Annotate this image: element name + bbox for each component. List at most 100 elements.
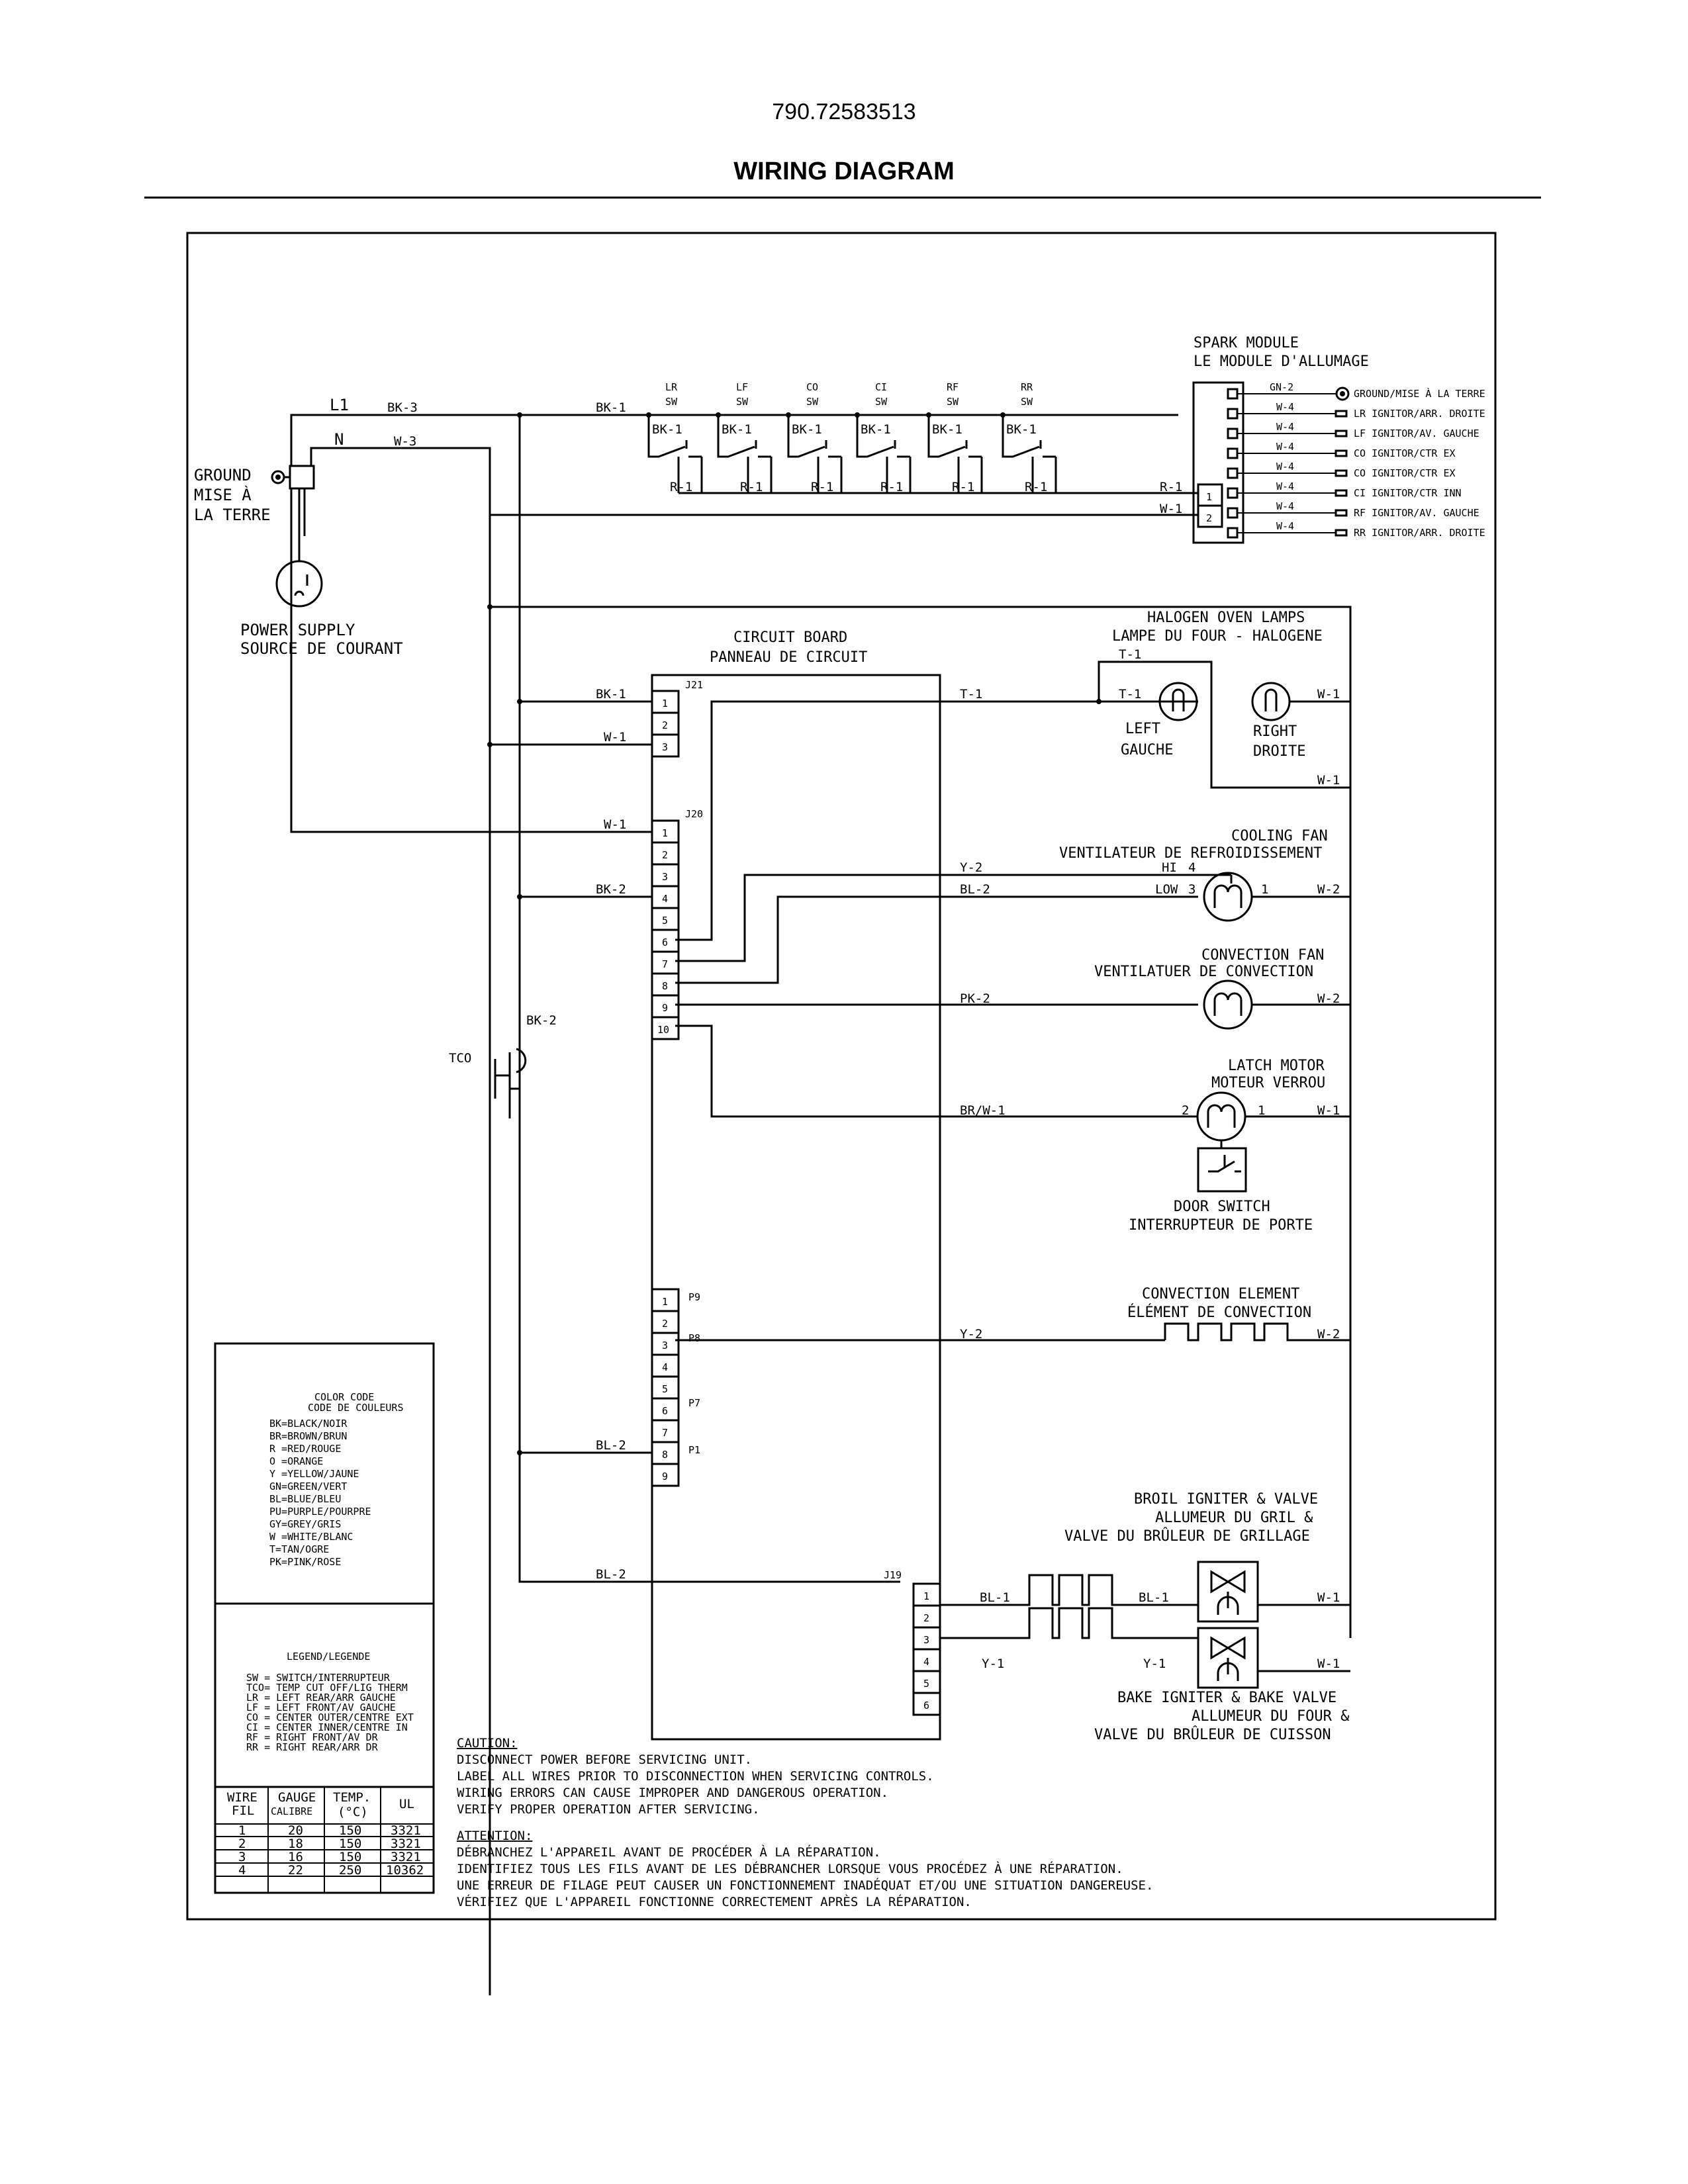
legend-title: LEGEND/LEGENDE <box>287 1651 370 1662</box>
wire-label-bk1-c: BK-1 <box>792 422 822 437</box>
connector-p9: P9 <box>688 1291 700 1303</box>
table-cell-r3c3: 10362 <box>386 1863 424 1878</box>
broil-igniter <box>940 1574 1198 1606</box>
spark-out-label-1: LR IGNITOR/ARR. DROITE <box>1354 408 1485 420</box>
table-cell-r1c2: 150 <box>339 1837 361 1851</box>
halogen-title-2: LAMPE DU FOUR - HALOGENE <box>1112 628 1323 645</box>
legend-6: RF = RIGHT FRONT/AV DR <box>246 1731 379 1743</box>
switch-contacts <box>646 412 1057 494</box>
wire-label-bk1: BK-1 <box>596 400 626 415</box>
n-label: N <box>334 430 344 449</box>
switch-rf-contact <box>927 415 982 458</box>
switch-co-sw: SW <box>806 396 819 408</box>
wire-label-t1-top: T-1 <box>1119 647 1141 662</box>
fan-hi-label: HI <box>1162 860 1177 875</box>
n-line <box>310 447 491 1995</box>
table-header-wire-1: WIRE <box>227 1790 258 1805</box>
cooling-fan-motor <box>1203 872 1253 922</box>
wire-label-r1-spark: R-1 <box>1160 480 1182 494</box>
caution-fr-2: UNE ERREUR DE FILAGE PEUT CAUSER UN FONC… <box>457 1878 1153 1893</box>
svg-text:5: 5 <box>662 915 668 927</box>
switch-lr-contact <box>647 415 702 458</box>
wire-label-r1-c: R-1 <box>811 480 833 494</box>
ground-label-1: GROUND <box>194 466 252 484</box>
spark-out-label-6: RF IGNITOR/AV. GAUCHE <box>1354 507 1479 519</box>
p-pin-1 <box>651 1288 680 1312</box>
legend-0: SW = SWITCH/INTERRUPTEUR <box>246 1672 391 1684</box>
wire-label-w2-fan: W-2 <box>1317 882 1340 897</box>
switch-ci-contact <box>856 415 910 458</box>
wire-label-bl1-a: BL-1 <box>980 1590 1010 1605</box>
lamp-left-label-2: GAUCHE <box>1121 742 1173 758</box>
switch-lf-name: LF <box>736 381 748 393</box>
svg-text:1: 1 <box>662 698 668 709</box>
wire-label-r1-b: R-1 <box>740 480 763 494</box>
svg-text:6: 6 <box>662 936 668 948</box>
power-section: L1 BK-3 BK-1 N W-3 GROUND MISE À LA TERR… <box>194 396 1178 1995</box>
wire-label-w1-j20: W-1 <box>604 817 626 832</box>
svg-text:2: 2 <box>662 719 668 731</box>
j21-pin-2 <box>651 711 680 736</box>
table-cell-r2c3: 3321 <box>391 1850 421 1864</box>
connector-p8: P8 <box>688 1332 700 1344</box>
table-cell-r1c3: 3321 <box>391 1837 421 1851</box>
door-switch-label-1: DOOR SWITCH <box>1174 1199 1270 1215</box>
model-number: 790.72583513 <box>772 99 916 124</box>
ground-terminal-block <box>289 465 315 490</box>
spark-terminal-2: 2 <box>1206 512 1212 524</box>
wire-table: WIRE FIL GAUGE CALIBRE TEMP. (°C) UL 1 2… <box>215 1787 434 1893</box>
wire-label-bl1-b: BL-1 <box>1139 1590 1169 1605</box>
convection-fan-title-1: CONVECTION FAN <box>1201 947 1324 964</box>
switch-lf-sw: SW <box>736 396 749 408</box>
legend-panel: COLOR CODE CODE DE COULEURS BK=BLACK/NOI… <box>214 1342 435 1894</box>
svg-text:5: 5 <box>662 1383 668 1395</box>
bake-title-2: ALLUMEUR DU FOUR & <box>1192 1708 1350 1725</box>
wire-label-bk1-d: BK-1 <box>861 422 891 437</box>
wire-label-bk1-b: BK-1 <box>722 422 752 437</box>
svg-text:3: 3 <box>662 1340 668 1351</box>
spark-terminal-1: 1 <box>1206 491 1212 503</box>
table-cell-r3c0: 4 <box>238 1863 246 1878</box>
connector-j21: J21 <box>685 679 703 691</box>
color-code-title-2: CODE DE COULEURS <box>308 1402 404 1414</box>
l1-label: L1 <box>330 396 349 414</box>
svg-text:4: 4 <box>662 893 668 905</box>
color-code-7: PU=PURPLE/POURPRE <box>269 1506 371 1518</box>
svg-text:2: 2 <box>662 849 668 861</box>
wire-label-w2-elem: W-2 <box>1317 1327 1340 1342</box>
wire-label-w3: W-3 <box>394 434 416 449</box>
halogen-left-lamp <box>1158 682 1198 721</box>
latch-motor <box>1196 1091 1246 1142</box>
broil-title-2: ALLUMEUR DU GRIL & <box>1155 1510 1313 1526</box>
fan-hi-pin: 4 <box>1188 860 1196 875</box>
connector-p1: P1 <box>688 1444 700 1456</box>
wire-label-bl2-fan: BL-2 <box>960 882 990 897</box>
color-code-11: PK=PINK/ROSE <box>269 1556 341 1568</box>
caution-fr-3: VÉRIFIEZ QUE L'APPAREIL FONCTIONNE CORRE… <box>457 1894 972 1909</box>
latch-motor-title-1: LATCH MOTOR <box>1228 1058 1325 1074</box>
convection-element-title-1: CONVECTION ELEMENT <box>1142 1286 1299 1302</box>
fan-pin-1: 1 <box>1261 882 1268 897</box>
spark-out-label-4: CO IGNITOR/CTR EX <box>1354 467 1456 479</box>
switch-co-contact <box>787 415 841 458</box>
caution-en-1: LABEL ALL WIRES PRIOR TO DISCONNECTION W… <box>457 1769 934 1784</box>
wire-label-r1-f: R-1 <box>1025 480 1047 494</box>
power-supply-label-1: POWER SUPPLY <box>240 621 355 639</box>
diagram-frame <box>186 232 1497 1921</box>
caution-en-0: DISCONNECT POWER BEFORE SERVICING UNIT. <box>457 1752 752 1767</box>
table-header-wire-2: FIL <box>232 1803 254 1818</box>
wire-label-w1-lamp2: W-1 <box>1317 773 1340 788</box>
spark-module-title-1: SPARK MODULE <box>1194 335 1299 351</box>
svg-text:3: 3 <box>923 1634 929 1646</box>
switch-rr-contact <box>1002 415 1056 458</box>
wire-label-y1-b: Y-1 <box>1143 1657 1166 1671</box>
svg-text:2: 2 <box>923 1612 929 1624</box>
svg-text:1: 1 <box>662 1296 668 1308</box>
j20-pin-2 <box>651 841 680 866</box>
svg-text:5: 5 <box>923 1678 929 1690</box>
svg-text:2: 2 <box>662 1318 668 1330</box>
table-cell-r2c0: 3 <box>238 1850 246 1864</box>
wire-label-t1-lamp: T-1 <box>1119 687 1141 702</box>
color-code-9: W =WHITE/BLANC <box>269 1531 353 1543</box>
